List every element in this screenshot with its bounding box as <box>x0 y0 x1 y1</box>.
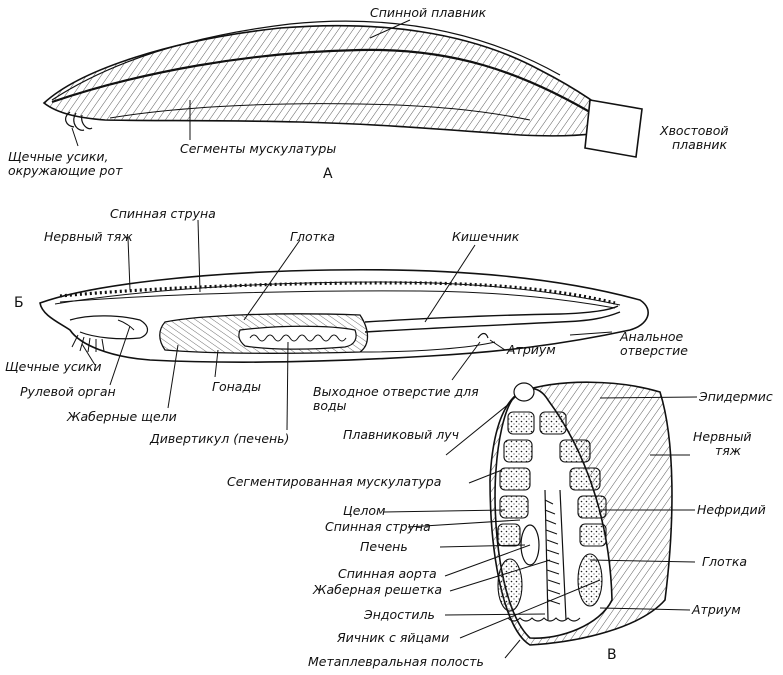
label-cirri-b: Щечные усики <box>5 359 102 374</box>
label-coelom-c: Целом <box>343 503 386 518</box>
label-tail-fin-line1: Хвостовой <box>660 123 729 138</box>
label-anus-line2: отверстие <box>620 343 688 358</box>
label-atrium-c: Атриум <box>692 602 741 617</box>
label-notochord-b: Спинная струна <box>110 206 216 221</box>
figure-b-section <box>39 219 649 431</box>
label-endostyle-c: Эндостиль <box>364 607 435 622</box>
label-muscle-segments-a: Сегменты мускулатуры <box>180 141 337 156</box>
label-nerve-cord-c-line2: тяж <box>715 443 742 458</box>
label-nerve-cord-b: Нервный тяж <box>44 229 133 244</box>
label-nerve-cord-c: Нервный тяж <box>693 430 752 458</box>
label-nephridium-c: Нефридий <box>697 502 766 517</box>
label-liver-c: Печень <box>360 539 408 554</box>
label-ovary-c: Яичник с яйцами <box>337 630 450 645</box>
label-atriopore-line1: Выходное отверстие для <box>313 384 479 399</box>
figure-c-letter: В <box>607 647 617 663</box>
label-intestine-b: Кишечник <box>452 229 520 244</box>
label-gonads-b: Гонады <box>212 379 261 394</box>
label-cirri-mouth-a: Щечные усики, окружающие рот <box>8 150 122 178</box>
label-tail-fin-a: Хвостовой плавник <box>660 124 729 152</box>
label-epidermis-c: Эпидермис <box>699 389 773 404</box>
figure-a-letter: А <box>323 166 333 182</box>
label-wheel-organ-b: Рулевой орган <box>20 384 116 399</box>
figure-b-letter: Б <box>14 295 24 311</box>
label-notochord-c: Спинная струна <box>325 519 431 534</box>
label-anus-line1: Анальное <box>620 329 684 344</box>
label-cirri-line1: Щечные усики, <box>8 149 109 164</box>
label-atrium-b: Атриум <box>507 342 556 357</box>
label-cirri-line2: окружающие рот <box>8 163 123 178</box>
label-anus-b: Анальное отверстие <box>620 330 688 358</box>
label-gill-lattice-c: Жаберная решетка <box>313 582 443 597</box>
figure-a-body <box>42 19 643 158</box>
label-pharynx-b: Глотка <box>290 229 336 244</box>
label-atriopore-b: Выходное отверстие для воды <box>313 385 479 413</box>
label-atriopore-line2: воды <box>313 398 347 413</box>
label-fin-ray-c: Плавниковый луч <box>343 427 460 442</box>
label-metapleural-c: Метаплевральная полость <box>308 654 484 669</box>
label-pharynx-c: Глотка <box>702 554 748 569</box>
label-tail-fin-line2: плавник <box>672 137 728 152</box>
label-gill-slits-b: Жаберные щели <box>67 409 177 424</box>
label-dorsal-fin-a: Спинной плавник <box>370 5 487 20</box>
label-segmented-muscle-c: Сегментированная мускулатура <box>227 474 442 489</box>
label-nerve-cord-c-line1: Нервный <box>693 429 752 444</box>
label-diverticulum-b: Дивертикул (печень) <box>150 431 290 446</box>
label-dorsal-aorta-c: Спинная аорта <box>338 566 437 581</box>
figure-c-cross-section <box>383 381 698 659</box>
